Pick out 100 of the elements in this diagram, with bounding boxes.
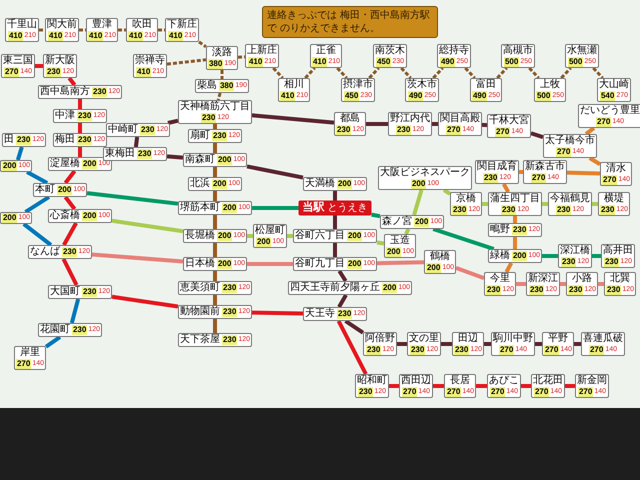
fare-label: 410 bbox=[168, 31, 184, 41]
station-box bbox=[363, 332, 397, 356]
fare-label: 230 bbox=[604, 257, 620, 267]
fare-label: 500 bbox=[504, 57, 520, 67]
station-box bbox=[566, 272, 598, 296]
station-name: 鴫野 bbox=[490, 224, 510, 236]
rail-line bbox=[441, 342, 452, 346]
fare-label: 270 bbox=[578, 387, 594, 397]
rail-line bbox=[464, 66, 476, 80]
fare-label: 230 bbox=[482, 173, 498, 183]
rail-line bbox=[432, 122, 438, 126]
fare-label: 270 bbox=[494, 127, 510, 137]
station-name: だいどう豊里 bbox=[580, 105, 640, 117]
rail-line bbox=[502, 183, 510, 193]
rail-line bbox=[304, 66, 316, 80]
rail-line bbox=[371, 212, 380, 218]
fare-label: 230 bbox=[222, 283, 238, 293]
station-box bbox=[542, 332, 574, 356]
rail-line bbox=[158, 28, 165, 32]
rail-line bbox=[247, 234, 253, 238]
rail-line bbox=[337, 294, 348, 308]
fare-label: 230 bbox=[568, 285, 584, 295]
station-name: 西中島南方 bbox=[40, 86, 90, 98]
rail-line bbox=[79, 28, 86, 32]
station-name: 柴島 bbox=[196, 80, 217, 92]
station-box bbox=[182, 229, 248, 243]
station-name: 今福鶴見 bbox=[550, 193, 590, 205]
station-box bbox=[558, 244, 592, 268]
station-name: 今里 bbox=[490, 273, 510, 285]
fare-label: 500 bbox=[536, 91, 552, 101]
rail-line bbox=[39, 28, 45, 32]
station-box bbox=[52, 109, 108, 123]
fare-label: 200 bbox=[256, 237, 272, 247]
station-name: 駒川中野 bbox=[493, 333, 533, 345]
rail-line bbox=[68, 76, 76, 86]
rail-line bbox=[134, 136, 140, 148]
rail-line bbox=[64, 170, 76, 184]
rail-line bbox=[287, 234, 293, 238]
fare-label: 270 bbox=[556, 147, 572, 157]
fare-label: 230 bbox=[76, 135, 92, 145]
rail-line bbox=[592, 66, 604, 80]
rail-line bbox=[476, 384, 487, 388]
fare-label: 230 bbox=[82, 287, 98, 297]
station-box bbox=[102, 147, 168, 161]
rail-line bbox=[333, 243, 337, 257]
station-name: 相川 bbox=[284, 79, 304, 91]
station-box bbox=[355, 374, 389, 398]
station-box bbox=[407, 332, 441, 356]
fare-label: 540 bbox=[600, 91, 616, 101]
fare-label: 200 bbox=[426, 263, 442, 273]
station-name: 松屋町 bbox=[255, 225, 285, 237]
station-box bbox=[165, 18, 199, 42]
station-name: 森ノ宮 bbox=[382, 216, 412, 228]
station-box bbox=[45, 18, 79, 42]
fare-label: 410 bbox=[280, 91, 296, 101]
station-name: 清水 bbox=[606, 163, 626, 175]
rail-line bbox=[389, 384, 399, 388]
station-box bbox=[52, 133, 108, 147]
rail-line bbox=[344, 319, 364, 334]
fare-label: 230 bbox=[336, 309, 352, 319]
fare-label: 200 bbox=[386, 247, 402, 257]
station-name: 北浜 bbox=[190, 178, 210, 190]
rail-line bbox=[246, 164, 304, 180]
rail-line bbox=[213, 215, 217, 229]
rail-line bbox=[542, 254, 558, 258]
station-name: 吹田 bbox=[132, 19, 152, 31]
fare-label: 230 bbox=[486, 285, 502, 295]
fare-label: 230 bbox=[136, 149, 152, 159]
fare-label: 410 bbox=[128, 31, 144, 41]
station-box bbox=[86, 18, 118, 42]
station-name: 文の里 bbox=[409, 333, 439, 345]
rail-line bbox=[432, 227, 494, 251]
station-name: 大阪ビジネスパーク bbox=[380, 167, 470, 179]
rail-line bbox=[535, 342, 542, 346]
station-name: 東梅田 bbox=[104, 148, 135, 160]
station-name: 太子橋今市 bbox=[545, 135, 595, 147]
station-name: 高井田 bbox=[603, 245, 633, 257]
fare-label: 200 bbox=[222, 203, 238, 213]
station-name: 東三国 bbox=[3, 55, 33, 67]
fare-label: 230 bbox=[600, 205, 616, 215]
station-box bbox=[1, 54, 35, 78]
station-name: 田辺 bbox=[458, 333, 478, 345]
station-box bbox=[581, 332, 625, 356]
fare-label: 410 bbox=[312, 57, 328, 67]
station-name: 下新庄 bbox=[167, 19, 197, 31]
fare-label: 230 bbox=[200, 113, 216, 123]
fare-label: 200 bbox=[382, 283, 398, 293]
station-box bbox=[438, 112, 482, 136]
fare-label: 270 bbox=[588, 345, 604, 355]
station-name: 崇禅寺 bbox=[135, 55, 165, 67]
rail-line bbox=[336, 66, 348, 80]
fare-label: 410 bbox=[8, 31, 24, 41]
station-box bbox=[424, 250, 456, 274]
rail-line bbox=[513, 216, 517, 223]
rail-line bbox=[272, 66, 284, 80]
fare-label: 270 bbox=[4, 67, 20, 77]
station-box bbox=[484, 272, 516, 296]
fare-label: 200 bbox=[216, 259, 232, 269]
current-station-box bbox=[298, 200, 372, 216]
fare-label: 230 bbox=[454, 345, 470, 355]
